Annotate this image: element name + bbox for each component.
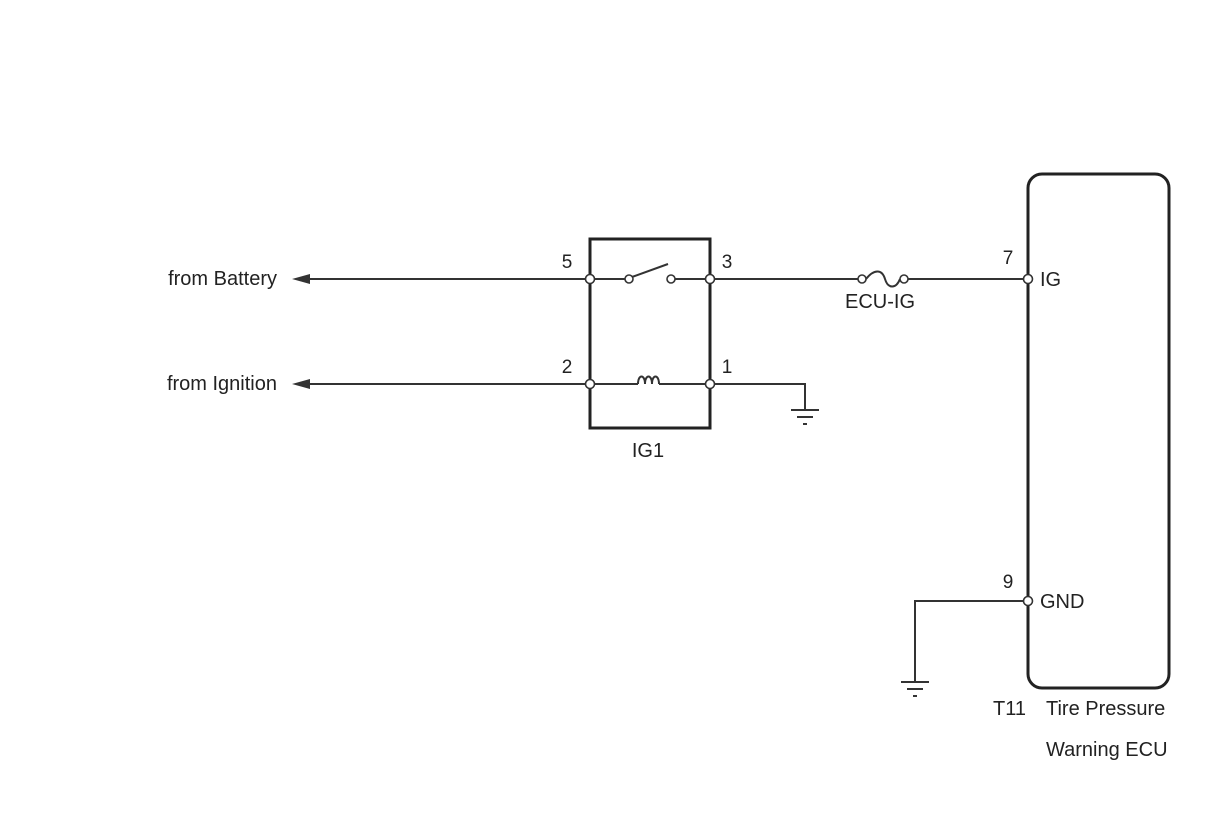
relay-pin-2 <box>584 378 596 390</box>
fuse-symbol <box>857 270 909 288</box>
relay-pin-3-label: 3 <box>722 252 733 273</box>
relay-coil-symbol <box>637 375 660 385</box>
relay-box <box>588 237 712 430</box>
tire-pressure-ecu: 7 IG 9 GND T11 Tire Pressure Warning ECU <box>993 172 1171 761</box>
ecu-ground-wire <box>914 600 1023 682</box>
relay-name: IG1 <box>632 440 664 462</box>
ecu-name-line1: Tire Pressure <box>1046 698 1165 720</box>
fuse-name: ECU-IG <box>845 291 915 313</box>
relay-pin-2-label: 2 <box>562 357 573 378</box>
relay-pin-5-label: 5 <box>562 252 573 273</box>
relay-ig1: 5 3 2 1 IG1 <box>562 237 733 462</box>
ecu-box <box>1026 172 1171 690</box>
relay-pin-1-label: 1 <box>722 357 733 378</box>
switch-contact-left <box>624 274 634 284</box>
ground-icon <box>901 681 929 697</box>
battery-arrow-head <box>292 274 310 284</box>
relay-pin-3 <box>704 273 716 285</box>
relay-pin-5 <box>584 273 596 285</box>
ecu-pin-ig-label: IG <box>1040 269 1061 291</box>
ecu-pin-7 <box>1022 273 1034 285</box>
ignition-arrow-head <box>292 379 310 389</box>
ecu-pin-7-number: 7 <box>1003 248 1014 269</box>
ecu-pin-9 <box>1022 595 1034 607</box>
ecu-pin-gnd-label: GND <box>1040 591 1084 613</box>
relay-ground-wire <box>715 383 806 410</box>
ecu-name-line2: Warning ECU <box>1046 739 1168 761</box>
from-battery-label: from Battery <box>168 268 277 290</box>
relay-pin-1 <box>704 378 716 390</box>
ecu-connector-code: T11 <box>993 698 1026 720</box>
switch-contact-right <box>666 274 676 284</box>
switch-blade <box>631 263 669 278</box>
ecu-pin-9-number: 9 <box>1003 572 1014 593</box>
ground-icon <box>791 409 819 425</box>
from-ignition-label: from Ignition <box>167 373 277 395</box>
